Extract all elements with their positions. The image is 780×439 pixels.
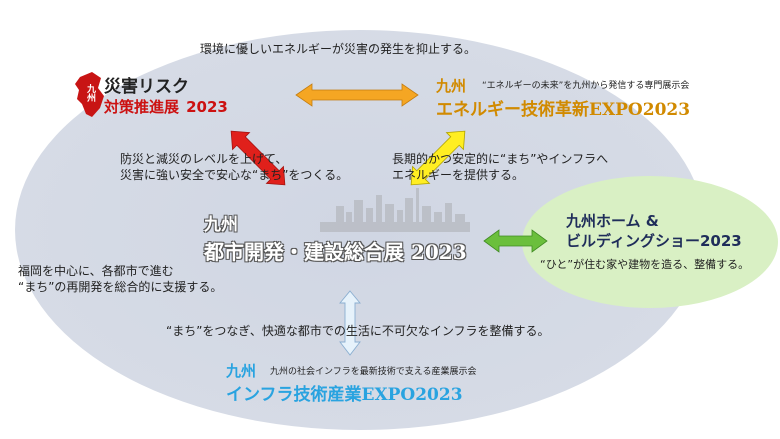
disaster-subtitle-line: 対策推進展 2023 (104, 96, 228, 117)
urban-region: 九州 (204, 215, 238, 235)
energy-desc-line2: エネルギーを提供する。 (392, 168, 525, 182)
city-skyline-image (320, 188, 470, 232)
disaster-desc-line2: 災害に強い安全で安心な“まち”をつくる。 (120, 168, 349, 182)
disaster-title: 災害リスク (104, 77, 189, 97)
infra-region: 九州 (226, 362, 257, 380)
vertical-double-arrow (339, 290, 361, 356)
disaster-subtitle: 対策推進展 (104, 98, 180, 116)
home-desc: “ひと”が住む家や建物を造る、整備する。 (540, 258, 750, 271)
red-double-arrow (230, 130, 286, 186)
disaster-desc-line1: 防災と減災のレベルを上げて、 (120, 152, 288, 166)
urban-desc-line1: 福岡を中心に、各都市で進む (18, 264, 174, 278)
energy-desc-line1: 長期的かつ安定的に“まち”やインフラへ (392, 152, 609, 166)
urban-title: 都市開発・建設総合展 2023 (204, 240, 467, 264)
green-double-arrow (483, 229, 548, 253)
home-title-line1: 九州ホーム & (566, 212, 659, 230)
disaster-year: 2023 (186, 98, 228, 116)
energy-region: 九州 (436, 77, 467, 95)
home-ellipse (522, 176, 778, 308)
home-title-line2: ビルディングショー2023 (566, 232, 742, 250)
infra-tagline: 九州の社会インフラを最新技術で支える産業展示会 (270, 367, 477, 377)
infra-caption: “まち”をつなぎ、快適な都市での生活に不可欠なインフラを整備する。 (166, 324, 550, 338)
infra-title: インフラ技術産業EXPO2023 (226, 385, 463, 405)
yellow-double-arrow (410, 130, 466, 186)
energy-title: エネルギー技術革新EXPO2023 (436, 100, 691, 120)
disaster-badge: 九州 (85, 84, 95, 102)
top-caption: 環境に優しいエネルギーが災害の発生を抑止する。 (200, 42, 477, 56)
urban-desc-line2: “まち”の再開発を総合的に支援する。 (18, 280, 223, 294)
energy-tagline: “エネルギーの未来”を九州から発信する専門展示会 (482, 81, 690, 91)
kyushu-map-logo (75, 72, 104, 117)
orange-double-arrow (295, 83, 419, 107)
